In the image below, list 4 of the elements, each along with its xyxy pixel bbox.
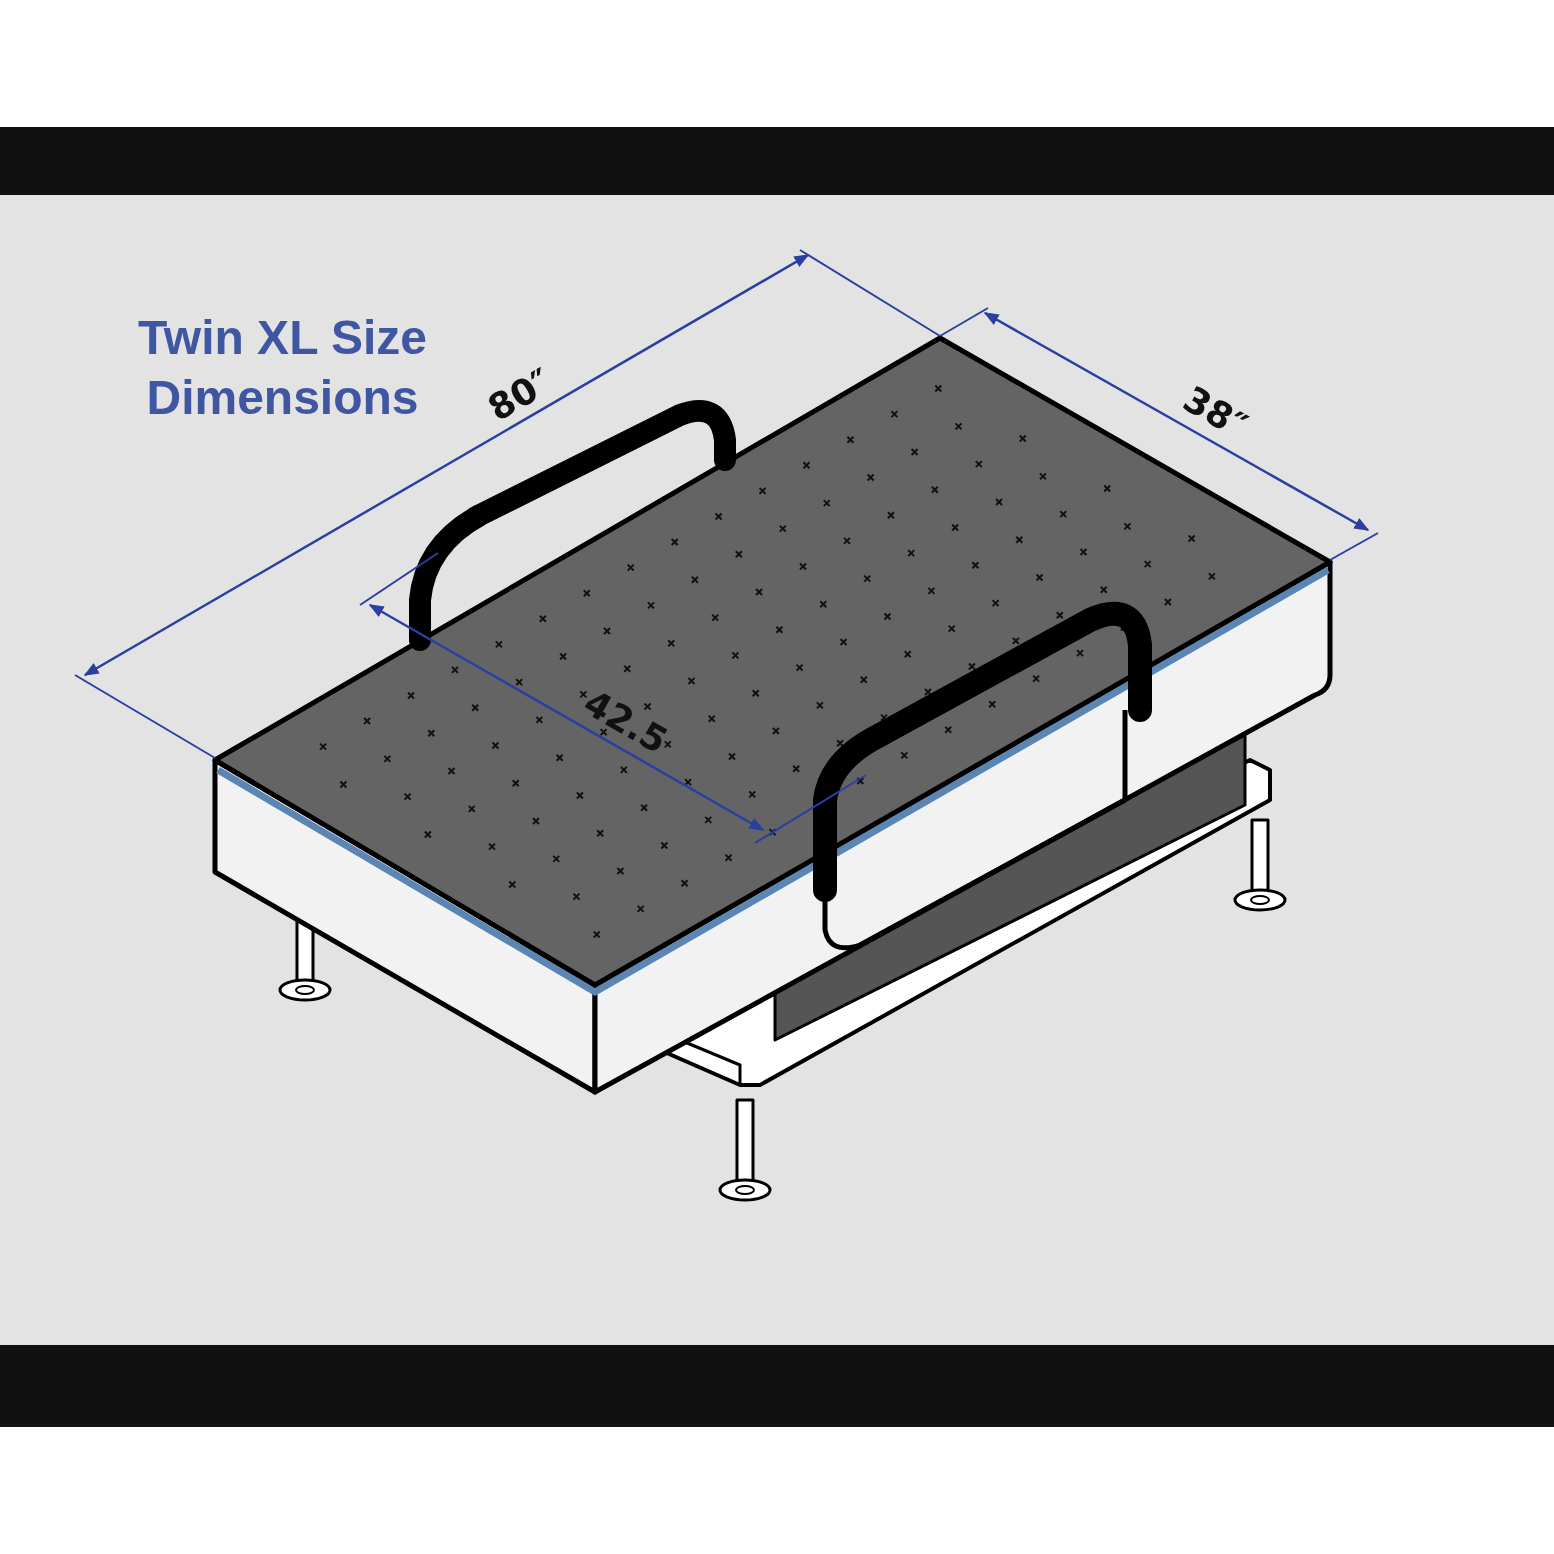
- dimension-label: 38″: [1176, 379, 1254, 447]
- dimension-label: 80″: [481, 361, 559, 429]
- title-text: Twin XL Size Dimensions: [137, 310, 428, 426]
- dimension-label: 42.5: [576, 682, 674, 762]
